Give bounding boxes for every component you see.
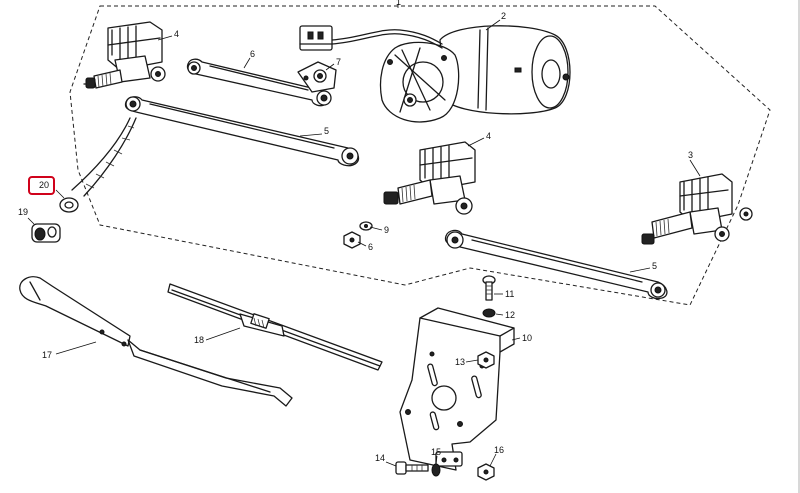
label-part-10: 10 bbox=[522, 333, 532, 343]
label-part-5-upper: 5 bbox=[324, 126, 329, 136]
window-edge bbox=[798, 0, 800, 493]
label-part-6-rod: 6 bbox=[250, 49, 255, 59]
link-rod-6 bbox=[186, 58, 332, 107]
leader-lines bbox=[27, 4, 701, 467]
nut-16 bbox=[477, 463, 495, 481]
label-part-15: 15 bbox=[431, 447, 441, 457]
label-part-19: 19 bbox=[18, 207, 28, 217]
label-part-6-nut: 6 bbox=[368, 242, 373, 252]
wheel-box-middle bbox=[383, 141, 476, 215]
label-part-18: 18 bbox=[194, 335, 204, 345]
label-part-12: 12 bbox=[505, 310, 515, 320]
assembly-boundary-dashed bbox=[69, 5, 771, 306]
highlight-box-part-20 bbox=[28, 176, 55, 195]
label-part-5-lower: 5 bbox=[652, 261, 657, 271]
nut-13 bbox=[477, 351, 495, 369]
label-part-1: 1 bbox=[396, 0, 401, 7]
label-part-11: 11 bbox=[505, 289, 514, 299]
motor-mounting-bracket bbox=[399, 307, 515, 471]
washer-15 bbox=[431, 463, 441, 477]
wiper-motor bbox=[299, 25, 571, 123]
bolt-11 bbox=[482, 275, 496, 301]
wheel-box-left bbox=[83, 21, 166, 89]
label-part-7: 7 bbox=[336, 57, 341, 67]
label-part-14: 14 bbox=[375, 453, 385, 463]
label-part-17: 17 bbox=[42, 350, 52, 360]
link-rod-5-lower bbox=[444, 229, 668, 300]
label-part-9: 9 bbox=[384, 225, 389, 235]
cable-rack-tube bbox=[71, 117, 137, 197]
label-part-20: 20 bbox=[39, 180, 49, 190]
label-part-13: 13 bbox=[455, 357, 465, 367]
wiper-arm bbox=[19, 276, 293, 407]
wiper-blade bbox=[167, 283, 383, 371]
label-part-3: 3 bbox=[688, 150, 693, 160]
nut-8 bbox=[343, 231, 361, 249]
label-part-4-middle: 4 bbox=[486, 131, 491, 141]
part-number-labels: 1 2 3 4 4 5 5 6 7 9 6 10 11 12 13 14 15 … bbox=[18, 0, 693, 463]
link-rod-5-upper bbox=[124, 96, 360, 167]
bush-19 bbox=[31, 223, 61, 243]
spacer-20 bbox=[59, 197, 79, 213]
washer-9 bbox=[359, 221, 373, 231]
washer-12 bbox=[482, 308, 496, 318]
screw-14 bbox=[395, 461, 429, 475]
label-part-2: 2 bbox=[501, 11, 506, 21]
wheel-box-right bbox=[641, 173, 753, 245]
label-part-16: 16 bbox=[494, 445, 504, 455]
label-part-4-left: 4 bbox=[174, 29, 179, 39]
